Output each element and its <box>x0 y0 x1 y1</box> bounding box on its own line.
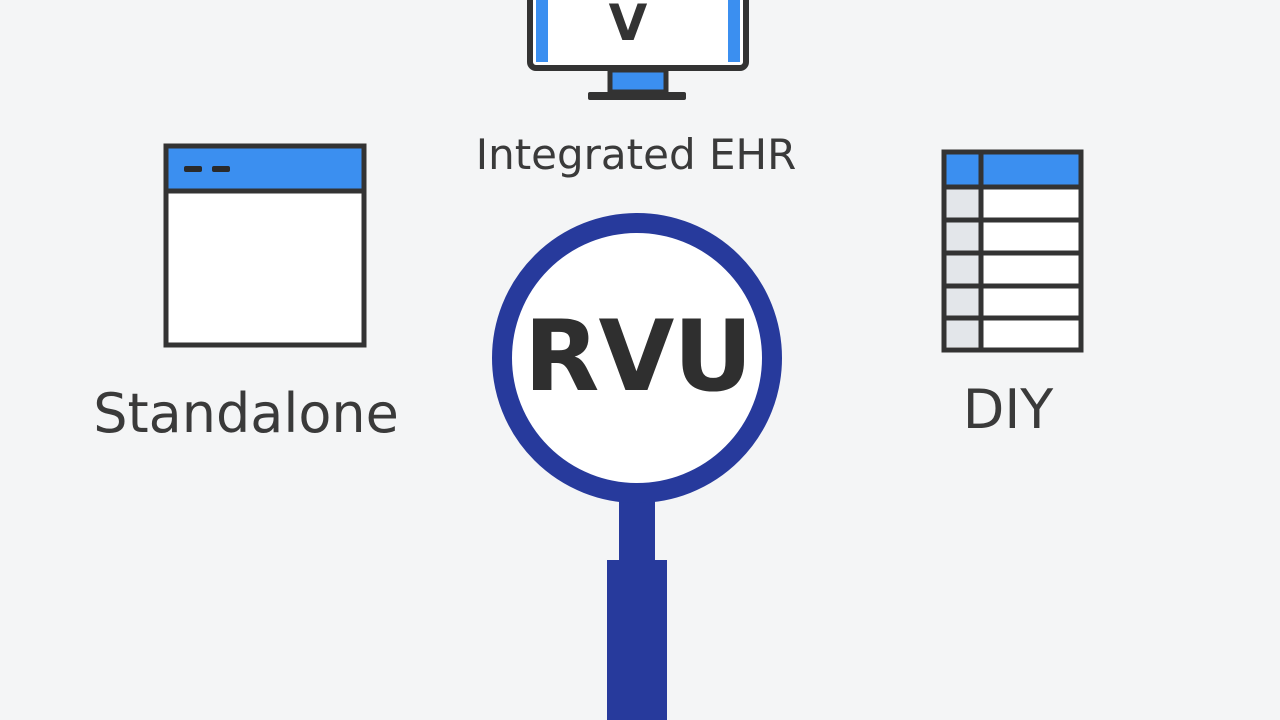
option-label-integrated-ehr: Integrated EHR <box>475 130 797 179</box>
option-label-standalone: Standalone <box>93 382 399 445</box>
app-window-icon <box>163 143 367 348</box>
magnifying-glass-icon <box>492 213 782 720</box>
spreadsheet-icon <box>941 149 1084 353</box>
lens-text-rvu: RVU <box>524 300 753 414</box>
monitor-screen-glyph: V <box>609 0 648 52</box>
option-label-diy: DIY <box>962 378 1054 441</box>
monitor-icon <box>527 0 749 100</box>
